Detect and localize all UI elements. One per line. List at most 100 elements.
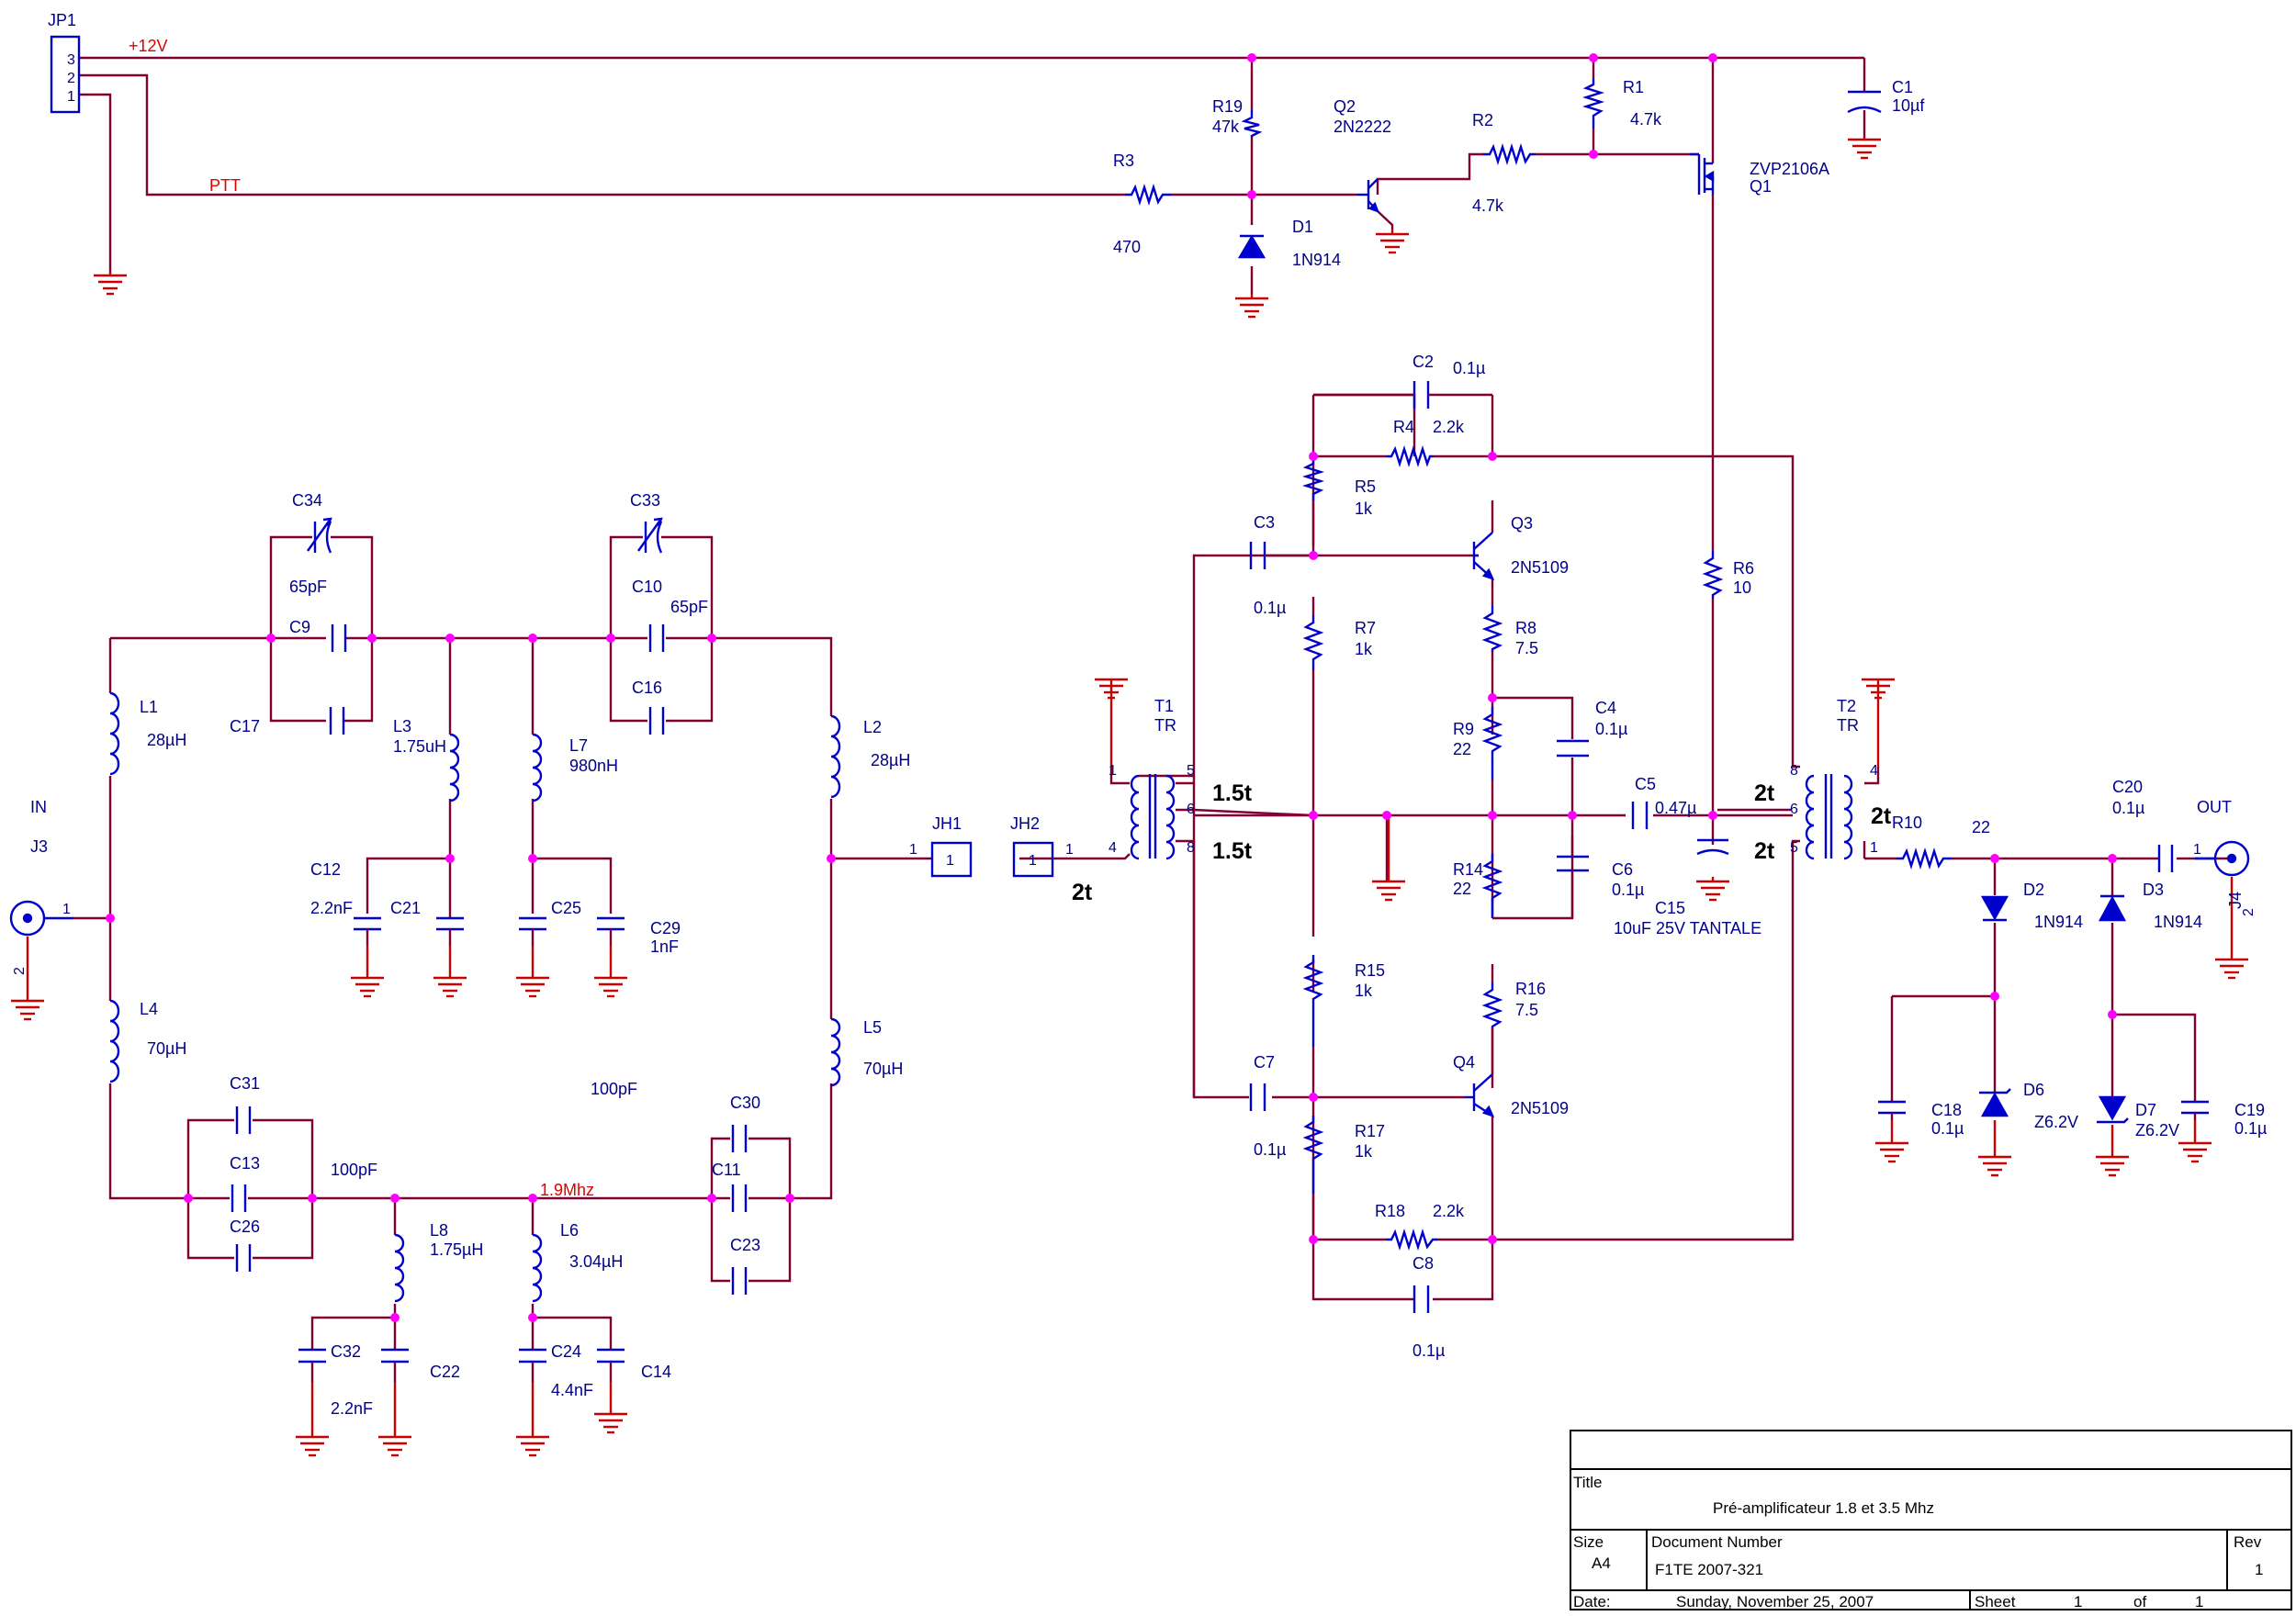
label-l8-value: 1.75µH: [430, 1240, 483, 1259]
transistor-q4: [1465, 1028, 1495, 1117]
rev-value: 1: [2255, 1561, 2263, 1578]
svg-text:6: 6: [1790, 802, 1798, 817]
label-c31: C31: [230, 1074, 260, 1093]
label-l8: L8: [430, 1221, 448, 1240]
label-r19-value: 47k: [1212, 118, 1240, 136]
label-r4: R4: [1393, 418, 1414, 436]
svg-text:5: 5: [1187, 763, 1195, 779]
capacitor-c14: [597, 1348, 625, 1382]
ground-icon: [2096, 1125, 2129, 1177]
capacitor-c9: [331, 624, 347, 652]
sheet-label: Sheet: [1975, 1593, 2016, 1610]
capacitor-c15: [1696, 838, 1729, 856]
label-c14: C14: [641, 1363, 671, 1381]
label-c3-value: 0.1µ: [1254, 599, 1286, 617]
label-t1-turns-a: 1.5t: [1212, 780, 1253, 806]
label-r10: R10: [1892, 814, 1922, 832]
label-c29-value: 1nF: [650, 937, 679, 956]
label-c17: C17: [230, 717, 260, 735]
inductor-l2: [830, 714, 841, 799]
label-c3: C3: [1254, 513, 1275, 532]
label-t2-turns-a: 2t: [1754, 780, 1775, 806]
label-c23: C23: [730, 1236, 760, 1254]
capacitor-c29: [597, 916, 625, 946]
svg-text:1: 1: [62, 902, 71, 917]
label-r9-value: 22: [1453, 740, 1471, 758]
label-l4: L4: [140, 1000, 158, 1018]
label-jh1: JH1: [932, 814, 962, 833]
ground-icon: [1875, 1120, 1908, 1163]
label-c1: C1: [1892, 78, 1913, 96]
transformer-t1: [1130, 774, 1176, 860]
title-block: Title Pré-amplificateur 1.8 et 3.5 Mhz S…: [1570, 1430, 2292, 1610]
svg-text:8: 8: [1790, 763, 1798, 779]
svg-text:4: 4: [1870, 763, 1878, 779]
label-q4: Q4: [1453, 1053, 1475, 1072]
label-c22: C22: [430, 1363, 460, 1381]
label-t2-turns-c: 2t: [1871, 803, 1892, 829]
ground-icon: [1978, 1120, 2011, 1177]
label-c6: C6: [1612, 860, 1633, 879]
resistor-r1: [1581, 78, 1605, 129]
label-t1-type: TR: [1154, 716, 1176, 735]
capacitor-c16: [648, 707, 665, 735]
label-c34-value: 65pF: [289, 578, 327, 596]
resistor-r2: [1483, 142, 1536, 166]
ground-icon: [594, 946, 627, 998]
ground-icon: [11, 937, 44, 1021]
components: [9, 35, 2250, 1382]
capacitor-c20: [2157, 845, 2174, 872]
label-t1: T1: [1154, 697, 1174, 715]
label-l2-value: 28µH: [871, 751, 910, 769]
label-c5: C5: [1635, 775, 1656, 793]
ground-symbols: [11, 138, 2248, 1457]
svg-text:1: 1: [909, 842, 917, 858]
label-d2: D2: [2023, 881, 2044, 899]
label-r17-value: 1k: [1355, 1142, 1373, 1161]
inductor-l1: [109, 691, 120, 776]
resistor-r4: [1387, 444, 1433, 468]
label-r7: R7: [1355, 619, 1376, 637]
capacitor-c5: [1631, 802, 1649, 829]
label-c7-value: 0.1µ: [1254, 1140, 1286, 1159]
resistor-r3: [1125, 183, 1171, 207]
label-c15: C15: [1655, 899, 1685, 917]
svg-text:4: 4: [1109, 840, 1117, 856]
svg-text:1: 1: [1029, 853, 1037, 869]
ground-icon: [1235, 294, 1268, 319]
label-c26: C26: [230, 1218, 260, 1236]
junction-dots: [106, 53, 2117, 1322]
resistor-r17: [1302, 1116, 1324, 1194]
label-r15: R15: [1355, 961, 1385, 980]
capacitor-c3: [1249, 542, 1313, 569]
label-c32-value: 2.2nF: [331, 1399, 373, 1418]
wires: [73, 56, 2227, 1350]
capacitor-c12: [354, 916, 381, 946]
label-d7: D7: [2135, 1101, 2156, 1119]
bnc-j3: [9, 900, 73, 937]
ground-icon: [594, 1382, 627, 1434]
capacitor-c4: [1557, 739, 1589, 758]
capacitor-c31: [235, 1106, 252, 1134]
label-r5-value: 1k: [1355, 499, 1373, 518]
label-c19-value: 0.1µ: [2234, 1119, 2267, 1138]
label-q3-value: 2N5109: [1511, 558, 1569, 577]
rev-label: Rev: [2234, 1533, 2262, 1551]
label-freq: 1.9Mhz: [540, 1181, 594, 1199]
label-d1: D1: [1292, 218, 1313, 236]
docnum-value: F1TE 2007-321: [1655, 1561, 1763, 1578]
capacitor-c13: [231, 1184, 247, 1212]
label-q2: Q2: [1334, 97, 1356, 116]
label-c34: C34: [292, 491, 322, 510]
label-d3: D3: [2143, 881, 2164, 899]
capacitor-c2: [1313, 381, 1492, 409]
label-c18-value: 0.1µ: [1931, 1119, 1964, 1138]
capacitor-c30: [731, 1125, 748, 1152]
svg-text:5: 5: [1790, 840, 1798, 856]
svg-text:1: 1: [1870, 840, 1878, 856]
label-c12-value: 2.2nF: [310, 899, 353, 917]
label-r3-value: 470: [1113, 238, 1141, 256]
capacitor-c21: [436, 916, 464, 946]
docnum-label: Document Number: [1651, 1533, 1783, 1551]
label-r18: R18: [1375, 1202, 1405, 1220]
